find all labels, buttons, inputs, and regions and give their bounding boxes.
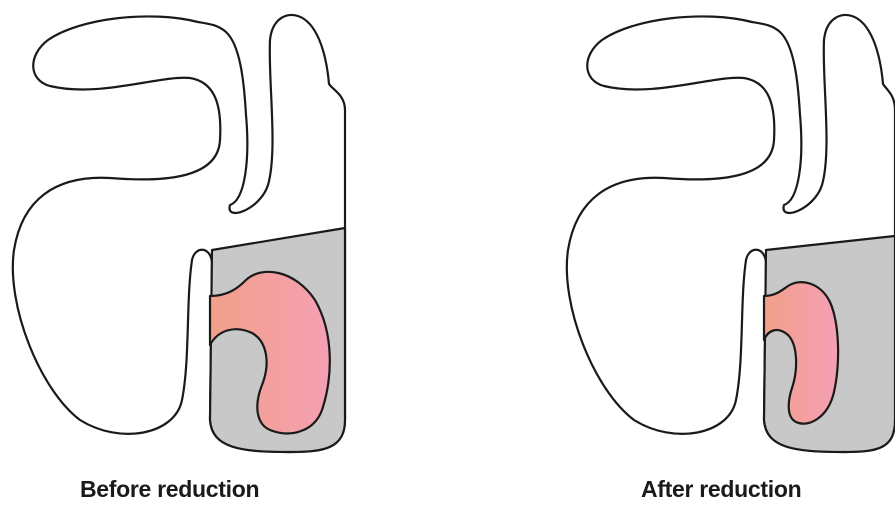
before-panel: [13, 15, 345, 452]
before-reduction-caption: Before reduction: [80, 478, 259, 501]
after-panel: [567, 15, 895, 452]
after-reduction-caption: After reduction: [641, 478, 801, 501]
